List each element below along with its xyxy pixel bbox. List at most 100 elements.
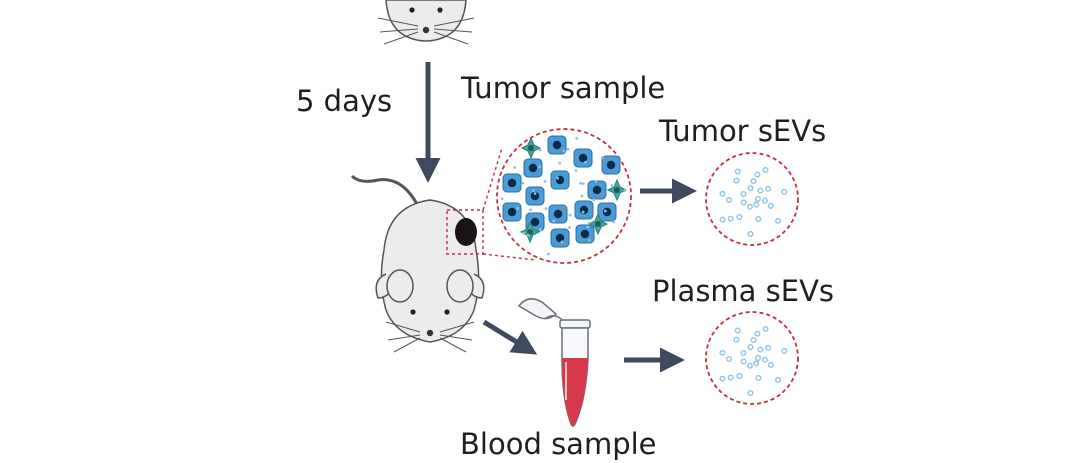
vesicle-dot bbox=[533, 192, 537, 195]
vesicle-dot bbox=[579, 181, 583, 185]
vesicle-dot bbox=[566, 147, 570, 151]
tumor-cell bbox=[601, 155, 621, 175]
vesicle-dot bbox=[526, 233, 530, 237]
vesicle-dot bbox=[775, 376, 782, 383]
vesicle-dot bbox=[529, 208, 533, 212]
zoom-line-top bbox=[482, 147, 503, 211]
vesicle-dot bbox=[556, 176, 559, 180]
mouse-tumor-icon bbox=[350, 174, 485, 353]
vesicle-dot bbox=[727, 374, 734, 381]
vesicle-dot bbox=[781, 188, 788, 195]
vesicle-dot bbox=[762, 325, 769, 332]
tumor-cell bbox=[597, 202, 617, 222]
vesicle-dot bbox=[753, 360, 760, 367]
vesicle-dot bbox=[755, 375, 762, 382]
tumor-cell bbox=[574, 200, 594, 220]
vesicle-dot bbox=[560, 240, 564, 244]
vesicle-dot bbox=[747, 389, 754, 396]
vesicle-dot bbox=[580, 194, 584, 198]
blood-sample-label: Blood sample bbox=[460, 427, 657, 461]
tumor-cell bbox=[525, 186, 545, 206]
tube-icon bbox=[517, 298, 591, 427]
tumor-cell bbox=[502, 202, 522, 222]
vesicle-dot bbox=[558, 161, 562, 165]
vesicle-dot bbox=[538, 148, 542, 152]
vesicle-dot bbox=[747, 185, 754, 192]
vesicle-dot bbox=[623, 189, 627, 193]
vesicle-dot bbox=[765, 185, 772, 192]
vesicle-dot bbox=[740, 358, 747, 365]
tumor-cell bbox=[575, 224, 595, 244]
immune-cell bbox=[519, 220, 541, 244]
zoom-line-bottom bbox=[482, 253, 537, 261]
vesicle-dot bbox=[765, 344, 772, 351]
vesicle-dot bbox=[594, 179, 598, 183]
vesicle-dot bbox=[781, 347, 788, 354]
vesicle-dot bbox=[754, 171, 761, 178]
tumor-sevs-label: Tumor sEVs bbox=[659, 114, 827, 148]
vesicle-dot bbox=[568, 213, 572, 217]
vesicle-dot bbox=[547, 252, 550, 256]
vesicle-dot bbox=[600, 156, 604, 160]
vesicle-dot bbox=[762, 166, 769, 173]
vesicle-dot bbox=[532, 189, 535, 193]
vesicle-dot bbox=[736, 373, 743, 380]
vesicle-dot bbox=[755, 355, 762, 362]
vesicle-dot bbox=[610, 183, 614, 187]
vesicle-dot bbox=[538, 165, 541, 169]
tumor-mass bbox=[455, 218, 477, 246]
tumor-cell bbox=[523, 158, 543, 178]
vesicle-dot bbox=[581, 182, 585, 186]
plasma-sevs-label: Plasma sEVs bbox=[652, 274, 835, 308]
tumor-cell bbox=[587, 180, 607, 200]
vesicle-circle-icon bbox=[705, 311, 799, 405]
vesicle-dot bbox=[587, 221, 591, 225]
vesicle-dot bbox=[734, 168, 741, 175]
vesicle-dot bbox=[750, 178, 757, 185]
vesicle-dot bbox=[581, 210, 585, 214]
vesicle-dot bbox=[500, 197, 504, 201]
vesicle-dot bbox=[750, 337, 757, 344]
tumor-cell bbox=[550, 170, 570, 190]
tumor-cell bbox=[547, 135, 567, 155]
mouse-top-icon bbox=[377, 0, 475, 45]
vesicle-dot bbox=[761, 197, 768, 204]
vesicle-dot bbox=[726, 197, 733, 204]
vesicle-dot bbox=[539, 228, 542, 231]
vesicle-dot bbox=[586, 225, 590, 229]
vesicle-dot bbox=[757, 346, 764, 353]
vesicle-dot bbox=[544, 207, 548, 211]
tumor-cell bbox=[548, 204, 568, 224]
vesicle-dot bbox=[726, 356, 733, 363]
vesicle-dot bbox=[740, 190, 747, 197]
tumor-cell bbox=[573, 148, 593, 168]
vesicle-dot bbox=[755, 195, 762, 202]
vesicle-dot bbox=[568, 226, 571, 229]
immune-cell bbox=[587, 212, 609, 236]
vesicle-dot bbox=[775, 217, 782, 224]
vesicle-dot bbox=[761, 356, 768, 363]
vesicle-dot bbox=[719, 190, 726, 197]
vesicle-dot bbox=[612, 220, 616, 224]
vesicle-dot bbox=[753, 201, 760, 208]
vesicle-dot bbox=[575, 136, 579, 140]
vesicle-dot bbox=[740, 350, 747, 357]
vesicle-dot bbox=[727, 215, 734, 222]
vesicle-dot bbox=[719, 375, 726, 382]
tumor-cell bbox=[502, 173, 522, 193]
tumor-zoom-icon bbox=[496, 128, 632, 264]
tumor-cell bbox=[550, 228, 570, 248]
vesicle-dot bbox=[603, 209, 607, 213]
vesicle-dot bbox=[584, 160, 587, 164]
vesicle-dot bbox=[754, 330, 761, 337]
vesicle-dot bbox=[767, 361, 774, 368]
vesicle-dot bbox=[736, 214, 743, 221]
vesicle-dot bbox=[592, 198, 596, 202]
vesicle-dot bbox=[755, 216, 762, 223]
vesicle-dot bbox=[734, 327, 741, 334]
immune-cell bbox=[520, 136, 542, 160]
vesicle-dot bbox=[733, 336, 740, 343]
vesicle-dot bbox=[513, 166, 517, 169]
vesicle-dot bbox=[521, 181, 525, 185]
vesicle-dot bbox=[719, 216, 726, 223]
